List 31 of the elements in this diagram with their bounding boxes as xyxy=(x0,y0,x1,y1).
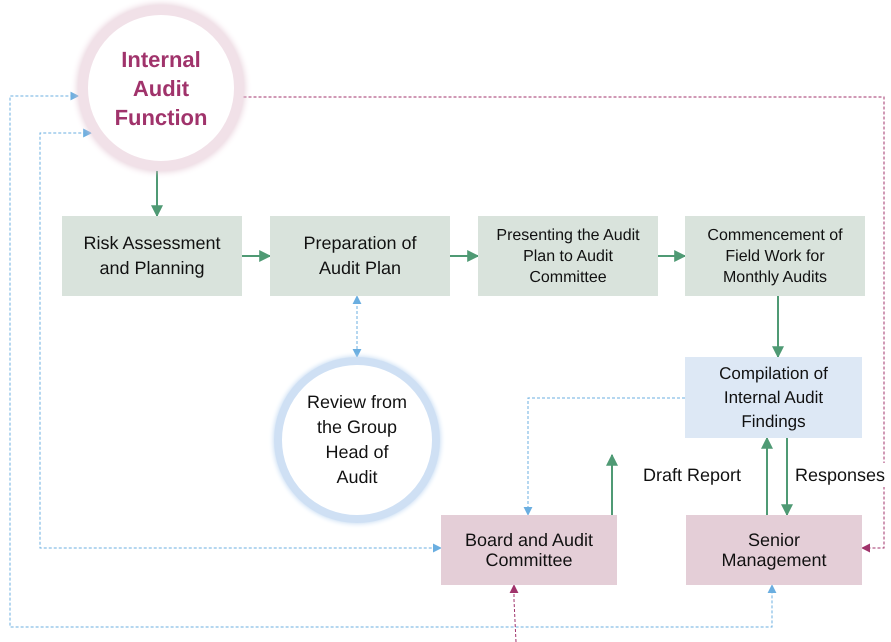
process-box xyxy=(686,515,862,585)
node-label: Compilation of Internal Audit Findings xyxy=(718,362,829,432)
process-box xyxy=(478,216,658,296)
process-box xyxy=(270,216,450,296)
arrow xyxy=(151,170,163,218)
arrow xyxy=(606,454,618,515)
dashed-arrow xyxy=(352,295,362,358)
arrow xyxy=(772,296,784,358)
arrow xyxy=(781,438,793,516)
node-label: Presenting the Audit Plan to Audit Committee xyxy=(495,226,641,288)
edge-label: Responses xyxy=(795,463,886,487)
arrow xyxy=(761,436,773,515)
arrow xyxy=(242,250,272,262)
dashed-arrow xyxy=(510,584,518,642)
dashed-arrow xyxy=(10,92,776,628)
node-label: Senior Management xyxy=(720,530,828,570)
dashed-arrow xyxy=(40,128,442,552)
node-label: Commencement of Field Work for Monthly Audits xyxy=(706,226,844,288)
node-label: Internal Audit Function xyxy=(114,46,208,132)
arrow xyxy=(658,250,686,262)
dashed-arrow xyxy=(243,96,884,552)
node-label: Risk Assessment and Planning xyxy=(82,232,222,280)
node-label: Board and Audit Committee xyxy=(464,530,594,570)
process-box xyxy=(685,357,862,438)
dashed-arrow xyxy=(524,398,686,516)
process-box xyxy=(441,515,617,585)
process-box xyxy=(62,216,242,296)
process-box xyxy=(685,216,865,296)
node-label: Preparation of Audit Plan xyxy=(302,232,418,280)
arrow xyxy=(450,250,480,262)
node-label: Review from the Group Head of Audit xyxy=(306,391,408,489)
